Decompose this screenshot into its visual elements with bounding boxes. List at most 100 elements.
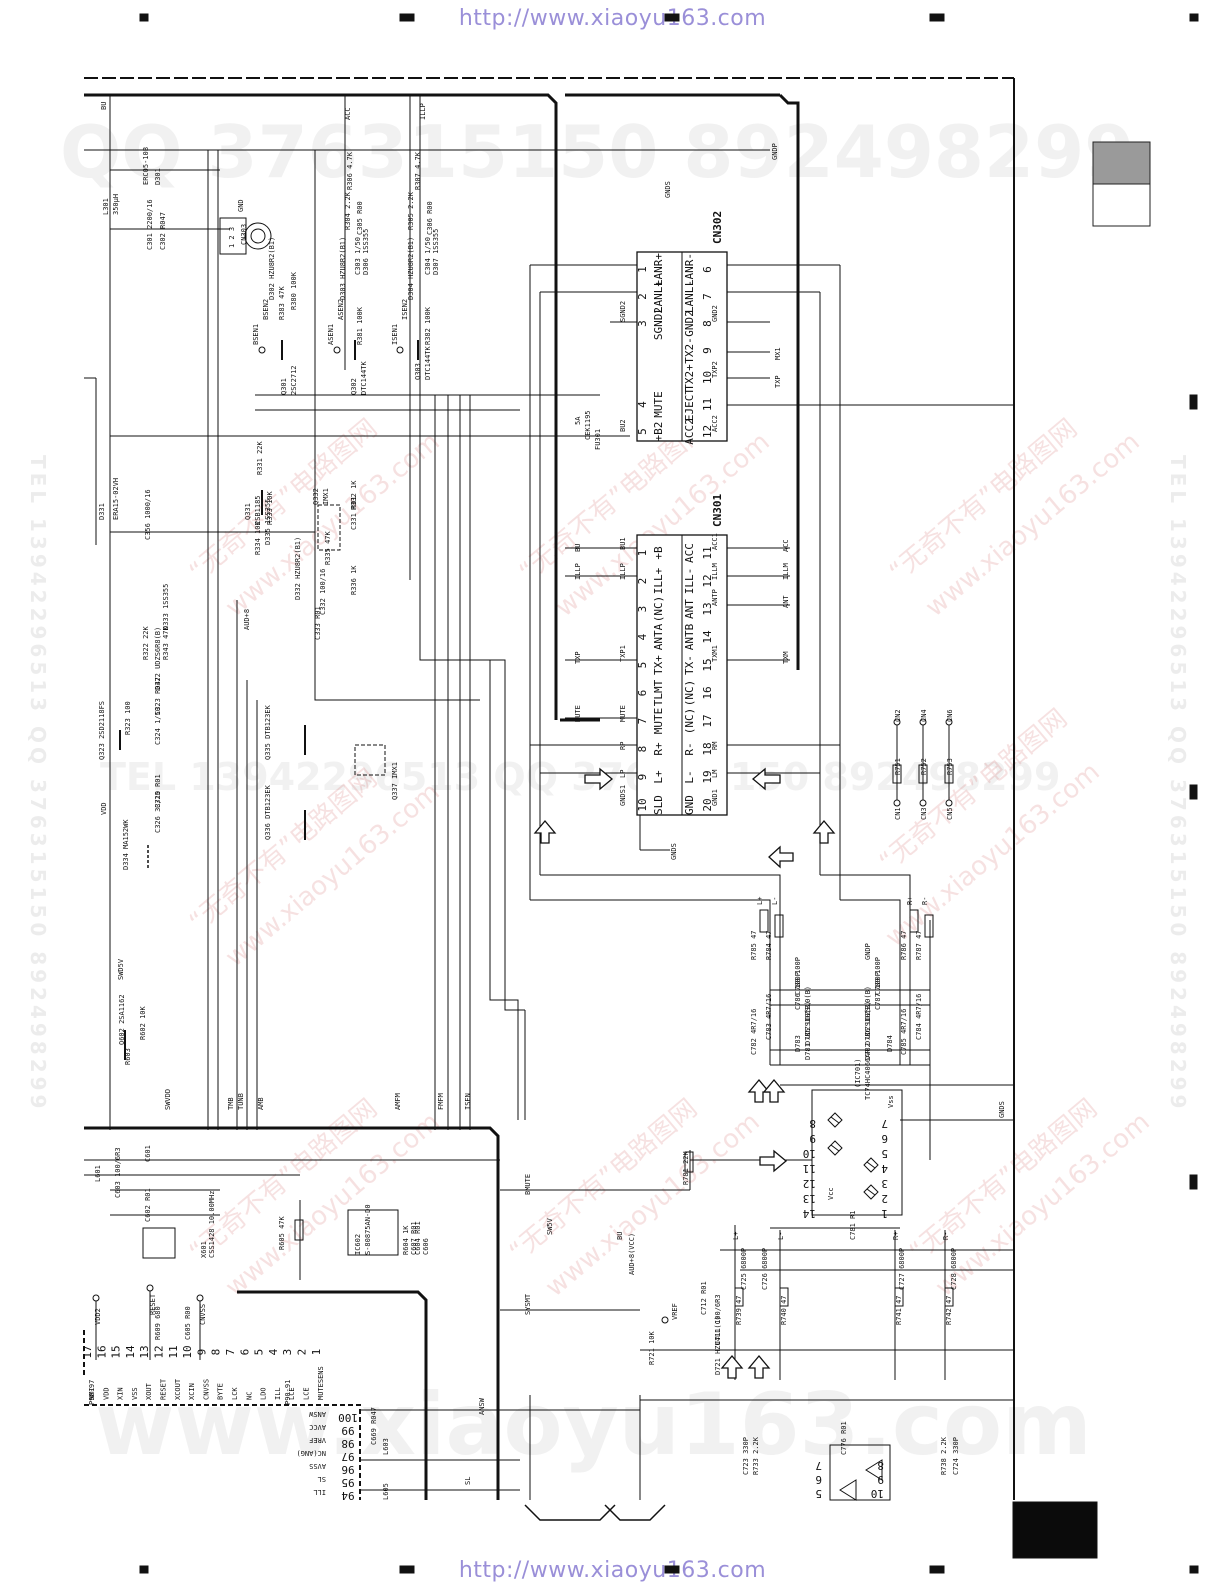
label-bsen2: BSEN2 bbox=[262, 299, 270, 320]
label-ic602: IC602 bbox=[354, 1234, 362, 1255]
cn302-pin: 6 bbox=[701, 266, 714, 273]
label-d303: D303 HZU8R2(B1) bbox=[339, 237, 347, 300]
label-l603: L603 bbox=[382, 1438, 390, 1455]
cn301-func: ILL+ bbox=[652, 567, 665, 594]
reg-mark bbox=[139, 13, 149, 22]
label-d782: D782 UDZS10(B) bbox=[864, 1001, 872, 1060]
ic-pin-name: BYTE bbox=[217, 1383, 225, 1400]
cn301-func: ANTA bbox=[652, 623, 665, 650]
label-q331t: 2SB1185 bbox=[254, 495, 262, 525]
label-c332: C332 100/16 bbox=[319, 569, 327, 615]
ic-pin-number: 12 bbox=[153, 1345, 166, 1358]
ic-pin-list: 17NMI16VDD15XIN14VSS13XOUT12RESET11XCOUT… bbox=[81, 1345, 358, 1502]
cn302-pin: 9 bbox=[701, 347, 714, 354]
label-r335: R335 47K bbox=[324, 530, 332, 565]
ic-pin-name: LCE bbox=[288, 1387, 296, 1400]
label-illp_v: ILLP bbox=[419, 103, 427, 120]
trace-3 bbox=[314, 580, 480, 701]
label-p98: P98-97 bbox=[88, 1380, 96, 1405]
label-txp: TXP bbox=[774, 375, 782, 388]
label-d304: D304 HZU8R2(B1) bbox=[407, 237, 415, 300]
label-r603: R603 bbox=[124, 1048, 132, 1065]
asen1-tp bbox=[333, 346, 341, 354]
label-q332t: IMX1 bbox=[322, 488, 330, 505]
ic-pin-number: 8 bbox=[210, 1349, 223, 1356]
bracket-1 bbox=[524, 1504, 616, 1521]
label-d783: D783 bbox=[794, 1035, 802, 1052]
cn302-title: CN302 bbox=[711, 211, 724, 244]
ic-pin-number: 94 bbox=[341, 1489, 355, 1502]
r781-body bbox=[684, 1151, 694, 1173]
ic-pin-name: RESET bbox=[160, 1378, 168, 1400]
ic-pin-name: CNVSS bbox=[202, 1379, 210, 1400]
label-c789: C789 100P bbox=[874, 957, 882, 995]
isen1-tp bbox=[396, 346, 404, 354]
ic-pin-number: 95 bbox=[341, 1476, 354, 1489]
audio-l-bus bbox=[530, 899, 771, 1065]
cn302-func: GND2 bbox=[683, 310, 696, 337]
label-c323: C323 R047 bbox=[154, 677, 162, 715]
cn301-pin: 20 bbox=[701, 798, 714, 811]
tc-pin: 13 bbox=[803, 1192, 816, 1205]
opamp-pin: 10 bbox=[871, 1487, 884, 1500]
label-q303t: DTC144TK bbox=[424, 345, 432, 380]
white-tab bbox=[1092, 183, 1151, 227]
label-c711: C711 100/6R3 bbox=[714, 1294, 722, 1345]
label-c784: C784 4R7/16 bbox=[915, 994, 923, 1040]
label-sysmt: SYSMT bbox=[524, 1293, 532, 1315]
r605-body bbox=[294, 1219, 304, 1241]
label-gnd_j: GND bbox=[237, 199, 245, 212]
label-r786: R786 47 bbox=[900, 930, 908, 960]
label-txp2: TXP2 bbox=[711, 361, 719, 378]
label-fu301v: CEK1195 bbox=[584, 410, 592, 440]
arrow-up-3 bbox=[747, 1078, 771, 1103]
label-mute_tp: MUTE bbox=[619, 705, 627, 722]
tc-pin: 14 bbox=[802, 1207, 816, 1220]
tc-pin: 3 bbox=[881, 1177, 888, 1190]
label-ic602t: S-80875AN-D0 bbox=[364, 1204, 372, 1255]
cn301-func: ANT bbox=[683, 599, 696, 619]
ic-pin-number: 96 bbox=[341, 1463, 354, 1476]
cn302-pin: 1 bbox=[636, 266, 649, 273]
reg-mark bbox=[399, 1565, 415, 1574]
label-bu_w: BU bbox=[574, 544, 582, 552]
label-r334: R334 10K bbox=[254, 520, 262, 555]
label-d721: D721 HZU4LL(C) bbox=[714, 1316, 722, 1375]
label-r781: R781 22K bbox=[682, 1150, 690, 1185]
cn301-func: R+ bbox=[652, 742, 665, 756]
tc-pin: 8 bbox=[809, 1117, 816, 1130]
label-d307: D307 1SS355 bbox=[432, 229, 440, 275]
label-pins_j: 1 2 3 bbox=[228, 227, 236, 248]
label-gnds_b: GNDS bbox=[670, 843, 678, 860]
label-r331: R331 22K bbox=[256, 440, 264, 475]
label-q302t: DTC144TK bbox=[360, 360, 368, 395]
cn301-pin: 6 bbox=[636, 690, 649, 697]
cn302-func: EJECT bbox=[683, 388, 696, 421]
cn2-tp bbox=[893, 718, 901, 726]
arrow-right-lp bbox=[584, 767, 614, 791]
ic-pin-name: LDO bbox=[260, 1387, 268, 1400]
analog-switch-icon bbox=[827, 1140, 843, 1156]
cn301-func: SLD bbox=[652, 795, 665, 815]
label-answ: ANSW bbox=[478, 1397, 486, 1415]
label-c781: C781 R1 bbox=[849, 1210, 857, 1240]
ic-pin-number: 17 bbox=[81, 1345, 94, 1358]
q332-box bbox=[317, 504, 341, 551]
ic-pin-number: 100 bbox=[338, 1411, 358, 1424]
label-r605: R605 47K bbox=[278, 1215, 286, 1250]
reg-mark bbox=[929, 1565, 945, 1574]
opamp-icon bbox=[839, 1479, 857, 1501]
label-bu_v: BU bbox=[100, 102, 108, 110]
label-c786: C786 100P bbox=[794, 972, 802, 1010]
cn301-func: ILL- bbox=[683, 568, 696, 595]
cn302-pin: 5 bbox=[636, 428, 649, 435]
ic-pin-number: 6 bbox=[238, 1349, 251, 1356]
label-lplus: L+ bbox=[732, 1232, 740, 1240]
label-c607: C607 R01 bbox=[410, 1221, 418, 1255]
ic-pin-name: MUTESENS bbox=[317, 1366, 325, 1400]
label-r385: R305 2.2K bbox=[407, 191, 415, 230]
tc-pin: 10 bbox=[803, 1147, 816, 1160]
label-fu301: FU301 bbox=[594, 429, 602, 450]
r739-body bbox=[734, 1287, 744, 1307]
cn301-pin: 12 bbox=[701, 574, 714, 587]
